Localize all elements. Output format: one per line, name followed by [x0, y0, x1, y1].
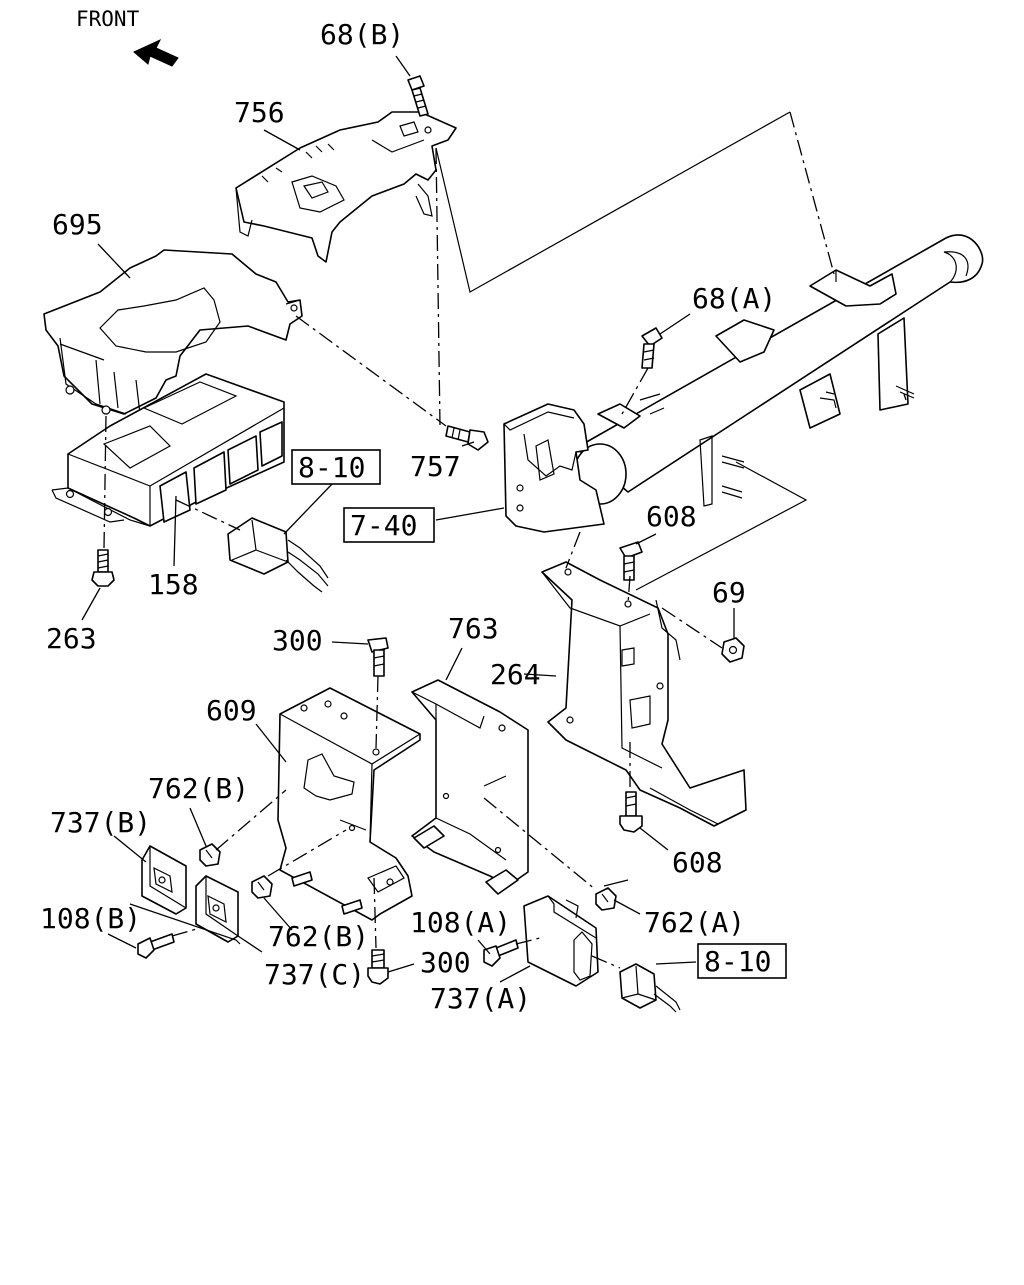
label-737b: 737(B): [50, 806, 151, 839]
label-8-10-upper: 8-10: [298, 451, 365, 484]
label-695: 695: [52, 208, 103, 241]
connector-upper-icon: [227, 517, 329, 593]
label-68b: 68(B): [320, 18, 404, 51]
bolt-300-upper-icon: [367, 637, 389, 677]
bracket-7-40: [503, 403, 605, 533]
ref-box-8-10-upper: [291, 449, 381, 485]
label-158: 158: [148, 568, 199, 601]
bolt-68b-icon: [407, 75, 429, 117]
relay-737c: [195, 875, 239, 943]
label-300-upper: 300: [272, 624, 323, 657]
clip-762b-lower-icon: [251, 875, 273, 899]
label-757: 757: [410, 450, 461, 483]
studs-icon: [291, 871, 363, 915]
label-762b-upper: 762(B): [148, 772, 249, 805]
front-arrow-icon: [133, 38, 179, 67]
relay-737b: [141, 845, 187, 915]
label-762b-lower: 762(B): [268, 920, 369, 953]
label-608-upper: 608: [646, 500, 697, 533]
relay-737a: [523, 895, 599, 987]
label-300-lower: 300: [420, 946, 471, 979]
clip-762a-icon: [595, 887, 617, 911]
front-label: FRONT: [76, 7, 140, 31]
label-762a: 762(A): [644, 906, 745, 939]
screw-108b-icon: [137, 933, 175, 959]
bracket-264: [541, 561, 747, 827]
label-263: 263: [46, 622, 97, 655]
label-609: 609: [206, 694, 257, 727]
label-264: 264: [490, 658, 541, 691]
cross-beam: [573, 234, 984, 507]
bolt-608-upper-icon: [619, 541, 643, 581]
bracket-756: [235, 111, 457, 263]
clip-762b-upper-icon: [199, 843, 221, 867]
bracket-609: [277, 687, 421, 921]
label-108a: 108(A): [410, 906, 511, 939]
bracket-695: [43, 249, 303, 415]
ref-box-8-10-lower: [697, 943, 787, 979]
label-108b: 108(B): [40, 902, 141, 935]
bolt-68a-icon: [641, 327, 663, 369]
alignment-lines: [103, 111, 907, 969]
ref-box-7-40: [343, 507, 435, 543]
label-763: 763: [448, 612, 499, 645]
bolt-608-lower-icon: [619, 791, 643, 833]
ecu-module-158: [51, 373, 285, 527]
bracket-763: [411, 679, 529, 895]
bolt-757-icon: [445, 425, 489, 451]
label-756: 756: [234, 96, 285, 129]
label-8-10-lower: 8-10: [704, 945, 771, 978]
label-69: 69: [712, 576, 746, 609]
bolt-263-icon: [91, 549, 115, 587]
label-608-lower: 608: [672, 846, 723, 879]
label-68a: 68(A): [692, 282, 776, 315]
label-737a: 737(A): [430, 982, 531, 1015]
leader-lines: [81, 55, 735, 983]
nut-69-icon: [721, 637, 745, 663]
bolt-300-lower-icon: [367, 949, 389, 985]
label-737c: 737(C): [264, 958, 365, 991]
label-7-40: 7-40: [350, 509, 417, 542]
connector-lower-icon: [619, 963, 681, 1013]
